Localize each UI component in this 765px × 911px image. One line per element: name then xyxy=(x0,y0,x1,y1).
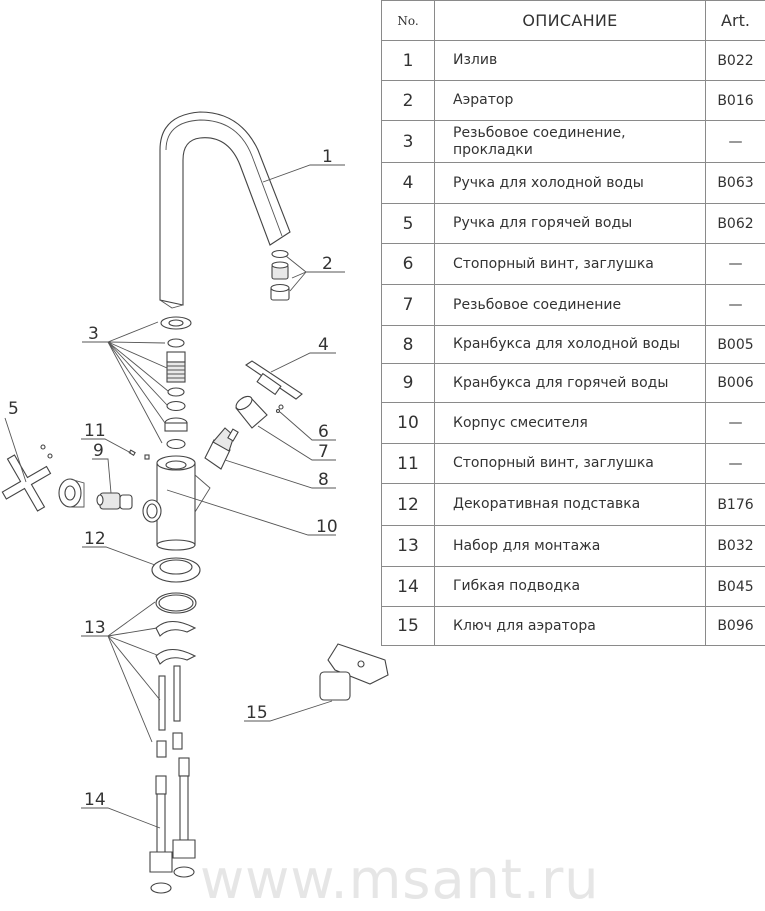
cell-description: Стопорный винт, заглушка xyxy=(435,444,706,484)
callout-14: 14 xyxy=(84,790,106,810)
cell-art: B176 xyxy=(706,484,765,526)
cell-description: Ручка для холодной воды xyxy=(435,163,706,204)
header-description: ОПИСАНИЕ xyxy=(435,1,706,41)
cell-art: B062 xyxy=(706,204,765,244)
part-aerator-key xyxy=(320,644,388,700)
cell-no: 6 xyxy=(382,244,435,285)
callout-5: 5 xyxy=(8,399,19,419)
callout-8: 8 xyxy=(318,470,329,490)
callout-3: 3 xyxy=(88,324,99,344)
part-cold-handle xyxy=(246,361,302,399)
cell-description: Гибкая подводка xyxy=(435,567,706,607)
callout-7: 7 xyxy=(318,442,329,462)
cell-description: Аэратор xyxy=(435,81,706,121)
cell-no: 11 xyxy=(382,444,435,484)
part-spout xyxy=(160,112,290,308)
cell-art: — xyxy=(706,444,765,484)
cell-no: 3 xyxy=(382,121,435,163)
cell-no: 5 xyxy=(382,204,435,244)
part-decorative-base xyxy=(152,558,200,582)
cell-art: B005 xyxy=(706,326,765,364)
callout-10: 10 xyxy=(316,517,338,537)
callout-15: 15 xyxy=(246,703,268,723)
cell-art: — xyxy=(706,285,765,326)
header-art: Art. xyxy=(706,1,765,41)
cell-no: 7 xyxy=(382,285,435,326)
part-threaded-connection xyxy=(234,394,267,428)
cell-art: — xyxy=(706,121,765,163)
cell-description: Излив xyxy=(435,41,706,81)
part-screw-cold xyxy=(277,405,284,413)
callout-1: 1 xyxy=(322,147,333,167)
cell-description: Декоративная подставка xyxy=(435,484,706,526)
cell-description: Ключ для аэратора xyxy=(435,607,706,646)
cell-art: — xyxy=(706,244,765,285)
cell-description: Корпус смесителя xyxy=(435,403,706,444)
cell-no: 8 xyxy=(382,326,435,364)
cell-no: 12 xyxy=(382,484,435,526)
cell-no: 1 xyxy=(382,41,435,81)
part-flex-hoses xyxy=(150,758,195,893)
cell-description: Резьбовое соединение xyxy=(435,285,706,326)
cell-description: Ручка для горячей воды xyxy=(435,204,706,244)
callout-4: 4 xyxy=(318,335,329,355)
cell-no: 13 xyxy=(382,526,435,567)
cell-description: Резьбовое соединение, прокладки xyxy=(435,121,706,163)
table-header-row: No. ОПИСАНИЕ Art. xyxy=(382,1,765,41)
cell-description: Набор для монтажа xyxy=(435,526,706,567)
cell-art: B016 xyxy=(706,81,765,121)
callout-6: 6 xyxy=(318,422,329,442)
watermark: www.msant.ru xyxy=(200,848,600,911)
cell-art: B006 xyxy=(706,364,765,403)
cell-art: B022 xyxy=(706,41,765,81)
part-hot-cap xyxy=(59,479,84,507)
cell-description: Стопорный винт, заглушка xyxy=(435,244,706,285)
cell-no: 10 xyxy=(382,403,435,444)
part-mounting-set xyxy=(156,593,196,757)
part-seals xyxy=(161,317,191,449)
callout-2: 2 xyxy=(322,254,333,274)
part-hot-cartridge xyxy=(97,493,132,509)
cell-art: — xyxy=(706,403,765,444)
part-screw-hot xyxy=(129,450,149,459)
cell-description: Кранбукса для горячей воды xyxy=(435,364,706,403)
header-no: No. xyxy=(382,1,435,41)
part-body xyxy=(143,456,210,550)
cell-art: B045 xyxy=(706,567,765,607)
callout-9: 9 xyxy=(93,441,104,461)
cell-no: 2 xyxy=(382,81,435,121)
callout-12: 12 xyxy=(84,529,106,549)
part-aerator xyxy=(271,251,289,301)
cell-art: B096 xyxy=(706,607,765,646)
cell-art: B063 xyxy=(706,163,765,204)
cell-no: 9 xyxy=(382,364,435,403)
callout-11: 11 xyxy=(84,421,106,441)
callout-13: 13 xyxy=(84,618,106,638)
cell-no: 4 xyxy=(382,163,435,204)
cell-art: B032 xyxy=(706,526,765,567)
part-hot-handle xyxy=(0,444,64,521)
cell-description: Кранбукса для холодной воды xyxy=(435,326,706,364)
cell-no: 14 xyxy=(382,567,435,607)
cell-no: 15 xyxy=(382,607,435,646)
